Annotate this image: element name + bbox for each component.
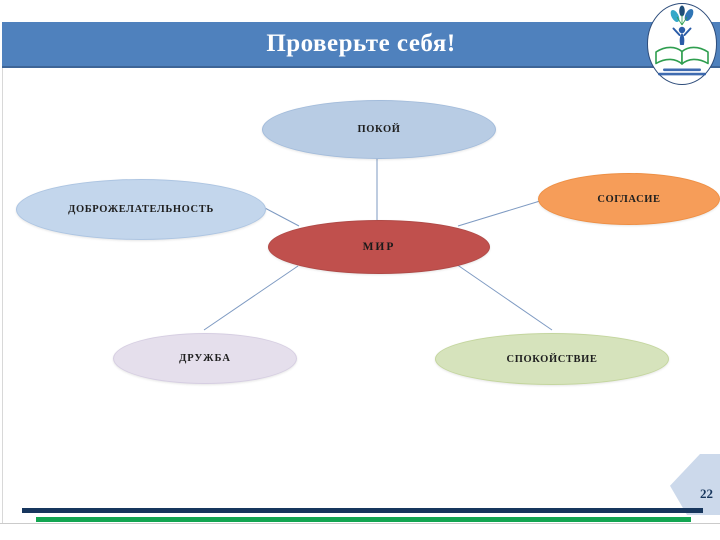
node-soglasie: СОГЛАСИЕ (538, 173, 720, 225)
node-dobrozhelatelnost: ДОБРОЖЕЛАТЕЛЬНОСТЬ (16, 179, 266, 240)
person-icon (672, 26, 692, 45)
footer-green-divider-line (36, 517, 691, 522)
slide-title: Проверьте себя! (266, 30, 456, 57)
open-book-icon (655, 46, 709, 65)
node-dobrozhelatelnost-label: ДОБРОЖЕЛАТЕЛЬНОСТЬ (68, 204, 214, 215)
logo-caption-lines (658, 68, 706, 76)
school-logo (647, 3, 717, 85)
connector-mir-spokoystvie (455, 263, 553, 331)
page-number-badge: 22 (670, 454, 720, 515)
node-druzhba-label: ДРУЖБА (179, 353, 231, 364)
connector-dobrozhelatelnost-mir (262, 206, 300, 227)
node-spokoystvie-label: СПОКОЙСТВИЕ (506, 353, 598, 365)
node-soglasie-label: СОГЛАСИЕ (597, 193, 661, 205)
header-banner: Проверьте себя! (2, 22, 720, 68)
node-mir: МИР (268, 220, 490, 274)
leaves-icon (670, 5, 694, 26)
node-spokoystvie: СПОКОЙСТВИЕ (435, 333, 669, 385)
connector-soglasie-mir (457, 200, 541, 227)
node-pokoy: ПОКОЙ (262, 100, 496, 159)
node-pokoy-label: ПОКОЙ (357, 124, 401, 135)
node-druzhba: ДРУЖБА (113, 333, 297, 384)
content-frame-bottom-border (0, 523, 720, 524)
node-mir-label: МИР (362, 241, 396, 253)
page-number: 22 (700, 486, 713, 501)
footer-navy-divider-line (22, 508, 703, 513)
content-frame-left-border (2, 67, 3, 523)
connector-mir-druzhba (203, 265, 299, 331)
